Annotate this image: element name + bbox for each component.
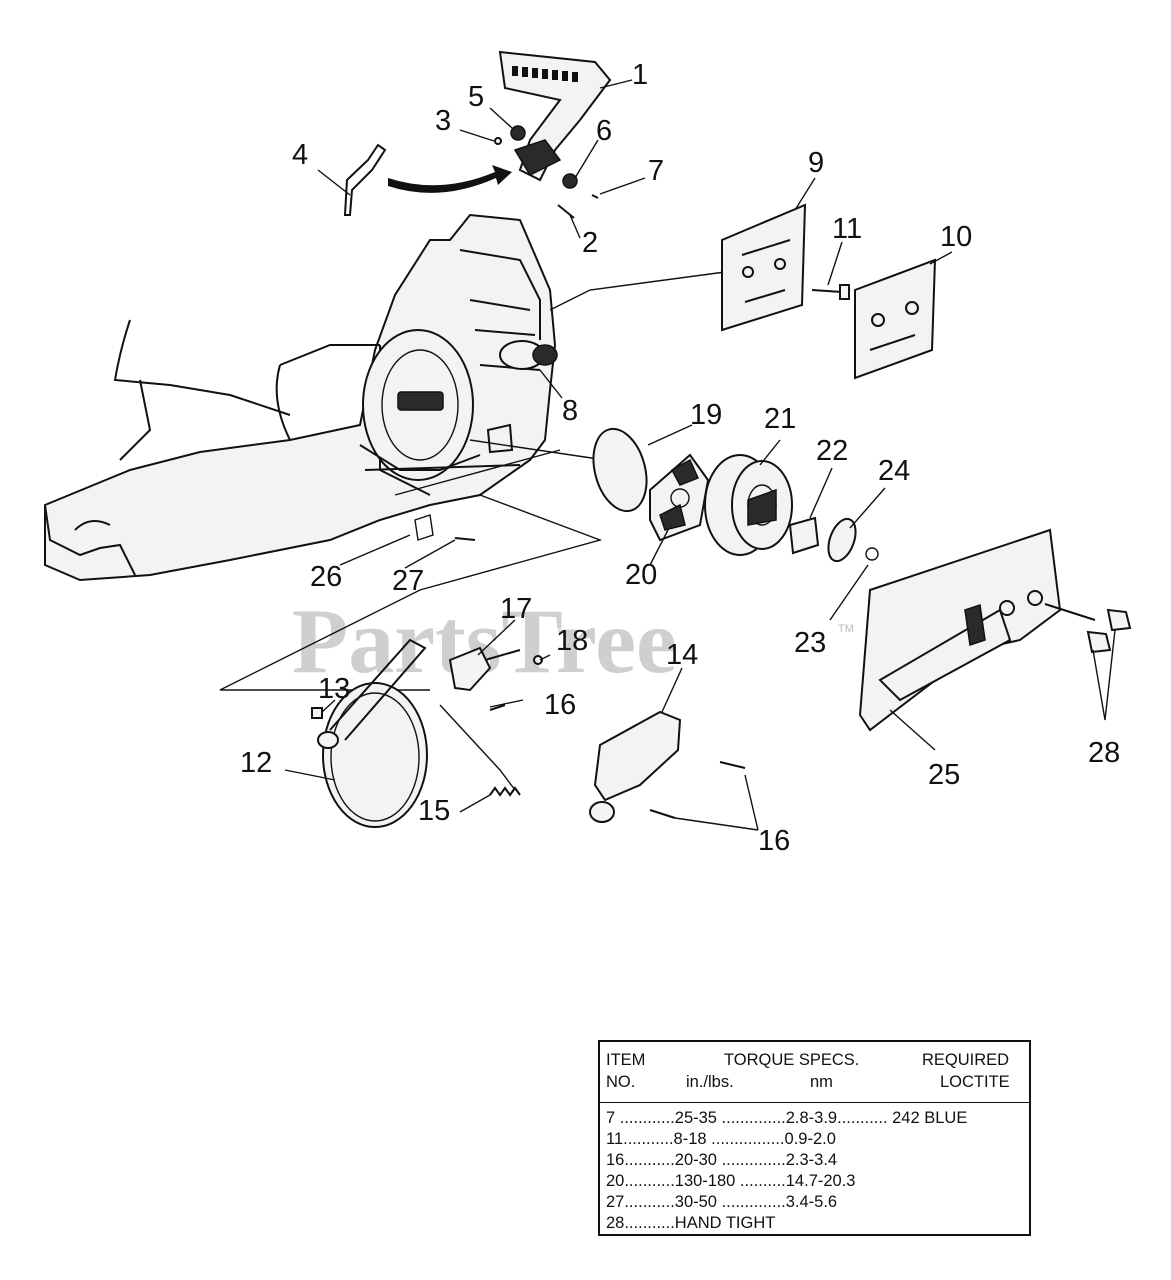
callout-18: 18 xyxy=(556,625,588,657)
table-row: 16...........20-30 ..............2.3-3.4 xyxy=(606,1151,838,1169)
callout-17: 17 xyxy=(500,593,532,625)
callout-3: 3 xyxy=(435,105,451,137)
callout-21: 21 xyxy=(764,403,796,435)
part-1-chain-brake-handle xyxy=(498,50,612,182)
header-nm: nm xyxy=(810,1073,833,1091)
callout-7: 7 xyxy=(648,155,664,187)
leader-lines xyxy=(284,79,1116,831)
callout-22: 22 xyxy=(816,435,848,467)
header-loctite: LOCTITE xyxy=(940,1073,1010,1091)
callout-4: 4 xyxy=(292,139,308,171)
watermark-tm: TM xyxy=(838,623,854,635)
table-row: 27...........30-50 ..............3.4-5.6 xyxy=(606,1193,838,1211)
part-20-clutch xyxy=(649,453,710,542)
callout-13: 13 xyxy=(318,673,350,705)
table-row: 28...........HAND TIGHT xyxy=(606,1214,776,1232)
callout-16b: 16 xyxy=(758,825,790,857)
callout-16a: 16 xyxy=(544,689,576,721)
callout-28: 28 xyxy=(1088,737,1120,769)
callout-5: 5 xyxy=(468,81,484,113)
callout-20: 20 xyxy=(625,559,657,591)
part-13-pin xyxy=(311,707,323,719)
part-17-lever xyxy=(448,646,543,711)
table-row: 7 ............25-35 ..............2.8-3.… xyxy=(606,1109,968,1127)
header-torque-specs: TORQUE SPECS. xyxy=(724,1051,860,1069)
part-21-clutch-drum xyxy=(704,454,793,556)
callout-19: 19 xyxy=(690,399,722,431)
part-9-plate xyxy=(721,203,807,332)
table-divider xyxy=(600,1102,1029,1103)
callout-15: 15 xyxy=(418,795,450,827)
part-22-bearing xyxy=(788,516,820,555)
callout-14: 14 xyxy=(666,639,698,671)
part-4-clip xyxy=(343,143,512,216)
part-10-plate xyxy=(854,258,937,380)
part-23-clip xyxy=(865,547,879,561)
header-no: NO. xyxy=(606,1073,636,1091)
callout-6: 6 xyxy=(596,115,612,147)
part-24-washer xyxy=(827,517,857,563)
table-row: 20...........130-180 ..........14.7-20.3 xyxy=(606,1172,856,1190)
assembly-guide-lines xyxy=(219,271,726,691)
header-item: ITEM xyxy=(606,1051,646,1069)
part-11-bolt xyxy=(811,284,850,300)
torque-specs-table: ITEM NO. TORQUE SPECS. in./lbs. nm REQUI… xyxy=(598,1040,1031,1236)
part-14-brake-lever xyxy=(589,710,746,823)
callout-1: 1 xyxy=(632,59,648,91)
callout-25: 25 xyxy=(928,759,960,791)
callout-26: 26 xyxy=(310,561,342,593)
callout-2: 2 xyxy=(582,227,598,259)
callout-12: 12 xyxy=(240,747,272,779)
callout-27: 27 xyxy=(392,565,424,597)
callout-10: 10 xyxy=(940,221,972,253)
header-required: REQUIRED xyxy=(922,1051,1010,1069)
header-in-lbs: in./lbs. xyxy=(686,1073,734,1091)
part-12-brake-band xyxy=(317,638,428,828)
callout-9: 9 xyxy=(808,147,824,179)
small-hardware-brake xyxy=(494,125,599,219)
part-19-washer xyxy=(592,427,648,513)
callout-23: 23 xyxy=(794,627,826,659)
part-15-spring xyxy=(489,786,521,797)
part-25-side-cover xyxy=(858,528,1096,732)
callout-numbers: 1 2 3 4 5 6 7 8 9 10 11 12 13 14 15 16 1… xyxy=(240,59,1120,857)
callout-11: 11 xyxy=(832,213,862,245)
table-row: 11...........8-18 ................0.9-2.… xyxy=(606,1130,836,1148)
callout-24: 24 xyxy=(878,455,910,487)
parts-26-27-hardware xyxy=(414,514,476,541)
saw-housing xyxy=(44,213,558,582)
callout-8: 8 xyxy=(562,395,578,427)
part-28-nuts xyxy=(1086,608,1132,654)
